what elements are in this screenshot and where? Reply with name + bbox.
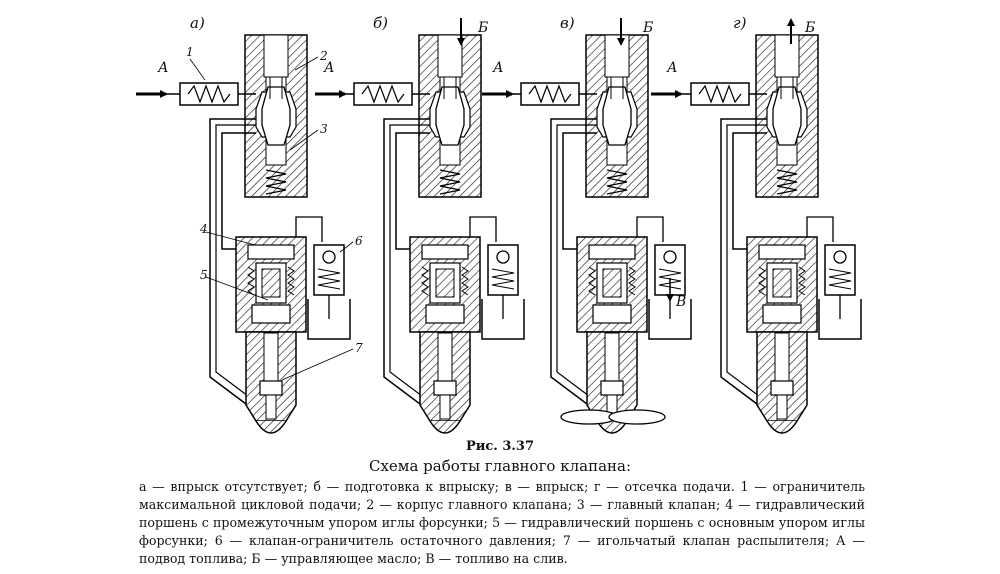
- panel-label-a: а): [190, 14, 205, 32]
- assembly-g: [674, 34, 862, 434]
- part-number-6: 6: [355, 234, 363, 248]
- part-number-2: 2: [319, 49, 328, 63]
- panel-label-v: в): [560, 14, 575, 32]
- label-b-1: Б: [477, 20, 488, 36]
- figure-number: Рис. 3.37: [465, 439, 535, 454]
- control-oil-arrows: [457, 18, 795, 46]
- label-b-2: Б: [642, 20, 653, 36]
- panel-label-b: б): [373, 14, 388, 32]
- label-a-1: А: [157, 60, 169, 76]
- panel-label-g: г): [733, 14, 747, 32]
- label-b-3: Б: [804, 20, 815, 36]
- label-v-drain: В: [675, 294, 686, 310]
- main-valve-diagram: а) б) в) г) А А А А Б Б Б В 1 2 3 4 5 6 …: [136, 14, 862, 434]
- part-number-4: 4: [199, 222, 208, 236]
- part-number-3: 3: [320, 122, 328, 136]
- fuel-spray-icon: [560, 409, 666, 425]
- label-a-3: А: [492, 60, 504, 76]
- part-number-7: 7: [355, 341, 363, 355]
- part-number-5: 5: [200, 268, 208, 282]
- label-a-2: А: [323, 60, 335, 76]
- part-number-1: 1: [186, 45, 194, 59]
- label-a-4: А: [666, 60, 678, 76]
- figure-title: Схема работы главного клапана:: [368, 457, 632, 475]
- leader-lines: [189, 56, 354, 381]
- figure-legend: а — впрыск отсутствует; б — подготовка к…: [139, 479, 865, 566]
